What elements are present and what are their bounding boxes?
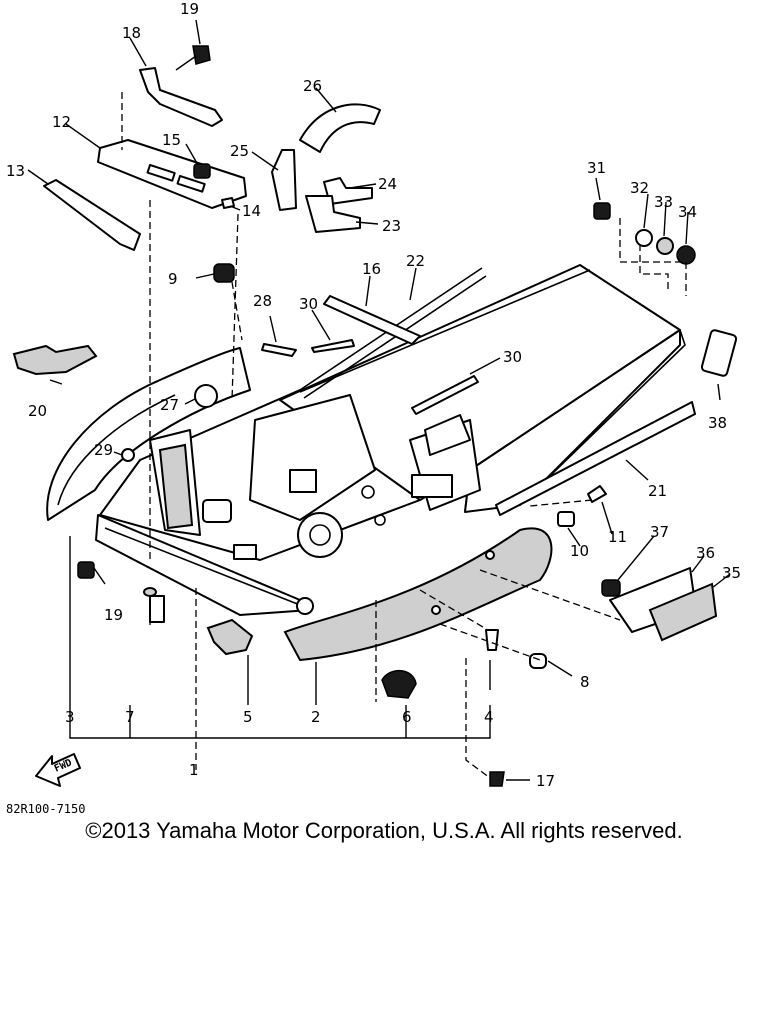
callout-13: 13 <box>6 162 25 180</box>
callout-6: 6 <box>402 708 412 726</box>
callout-15: 15 <box>162 131 181 149</box>
callout-4: 4 <box>484 708 494 726</box>
callout-26: 26 <box>303 77 322 95</box>
callout-23: 23 <box>382 217 401 235</box>
fwd-arrow-icon: FWD <box>35 753 81 787</box>
frame-assembly <box>46 264 696 662</box>
callout-22: 22 <box>406 252 425 270</box>
callout-5: 5 <box>243 708 253 726</box>
small-parts <box>12 45 738 787</box>
callout-labels: 1 2 3 4 5 6 7 8 9 10 11 12 13 14 15 16 1… <box>6 0 741 790</box>
callout-14: 14 <box>242 202 261 220</box>
callout-16: 16 <box>362 260 381 278</box>
callout-38: 38 <box>708 414 727 432</box>
leader-lines <box>27 19 731 781</box>
callout-11: 11 <box>608 528 627 546</box>
reference-code: 82R100-7150 <box>6 802 85 816</box>
callout-33: 33 <box>654 193 673 211</box>
callout-35: 35 <box>722 564 741 582</box>
callout-27: 27 <box>160 396 179 414</box>
callout-3: 3 <box>65 708 75 726</box>
callout-1: 1 <box>189 761 199 779</box>
callout-25: 25 <box>230 142 249 160</box>
callout-36: 36 <box>696 544 715 562</box>
callout-12: 12 <box>52 113 71 131</box>
callout-18: 18 <box>122 24 141 42</box>
callout-30: 30 <box>299 295 318 313</box>
callout-10: 10 <box>570 542 589 560</box>
callout-20: 20 <box>28 402 47 420</box>
callout-24: 24 <box>378 175 397 193</box>
callout-8: 8 <box>580 673 590 691</box>
callout-37: 37 <box>650 523 669 541</box>
callout-7: 7 <box>125 708 135 726</box>
callout-32: 32 <box>630 179 649 197</box>
callout-31: 31 <box>587 159 606 177</box>
callout-29: 29 <box>94 441 113 459</box>
callout-28: 28 <box>253 292 272 310</box>
callout-2: 2 <box>311 708 321 726</box>
callout-19: 19 <box>180 0 199 18</box>
callout-34: 34 <box>678 203 697 221</box>
callout-19-lower: 19 <box>104 606 123 624</box>
callout-17: 17 <box>536 772 555 790</box>
copyright-notice: ©2013 Yamaha Motor Corporation, U.S.A. A… <box>85 818 683 843</box>
callout-9: 9 <box>168 270 178 288</box>
callout-30-right: 30 <box>503 348 522 366</box>
callout-21: 21 <box>648 482 667 500</box>
